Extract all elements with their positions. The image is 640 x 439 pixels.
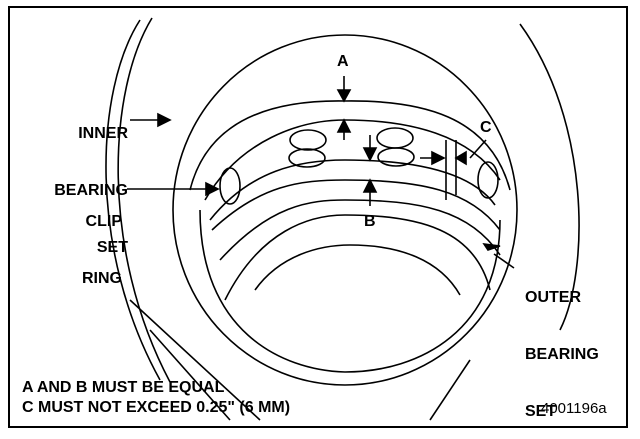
diagram-frame xyxy=(8,6,628,428)
housing-arc-right xyxy=(519,23,580,331)
base-line-left-2 xyxy=(149,329,231,421)
inner-bearing-band-bottom xyxy=(209,159,496,221)
label-b: B xyxy=(364,213,376,230)
inner-bearing-outer-ring xyxy=(172,34,518,386)
base-line-left xyxy=(129,299,261,421)
label-clip-ring: CLIP RING xyxy=(60,174,122,326)
note-line-1: A AND B MUST BE EQUAL xyxy=(22,379,225,396)
oil-hole-5 xyxy=(219,167,241,205)
label-outer-line-1: OUTER xyxy=(525,289,581,306)
label-clip-line-2: RING xyxy=(82,270,122,287)
label-c: C xyxy=(480,119,492,136)
housing-arc-outer xyxy=(105,19,161,381)
label-outer-bearing-set: OUTER BEARING SET xyxy=(525,250,599,439)
label-inner-line-3: SET xyxy=(96,239,128,256)
figure-number: 4001196a xyxy=(541,400,607,417)
oil-hole-1 xyxy=(289,129,327,151)
label-a: A xyxy=(337,53,349,70)
label-clip-line-1: CLIP xyxy=(85,213,122,230)
label-inner-bearing-set: INNER BEARING SET xyxy=(50,86,128,295)
oil-hole-2 xyxy=(376,127,414,149)
oil-hole-4 xyxy=(377,147,415,167)
label-outer-line-3: SET xyxy=(525,403,557,420)
label-inner-line-2: BEARING xyxy=(54,182,128,199)
bore-lower-edge xyxy=(199,209,501,373)
oil-hole-3 xyxy=(288,148,326,168)
oil-hole-6 xyxy=(477,161,499,199)
outer-bearing-band-bottom xyxy=(219,199,501,261)
note-line-2: C MUST NOT EXCEED 0.25" (6 MM) xyxy=(22,399,291,416)
inner-bearing-band-top xyxy=(204,119,501,201)
label-inner-line-1: INNER xyxy=(78,125,128,142)
lower-bore xyxy=(254,244,461,296)
bore-upper-edge xyxy=(189,100,511,191)
outer-bearing-band-top xyxy=(211,179,501,231)
base-line-right xyxy=(429,359,471,421)
housing-arc-outer-2 xyxy=(117,17,171,383)
label-outer-line-2: BEARING xyxy=(525,346,599,363)
outer-bearing-inner-edge xyxy=(224,214,491,301)
